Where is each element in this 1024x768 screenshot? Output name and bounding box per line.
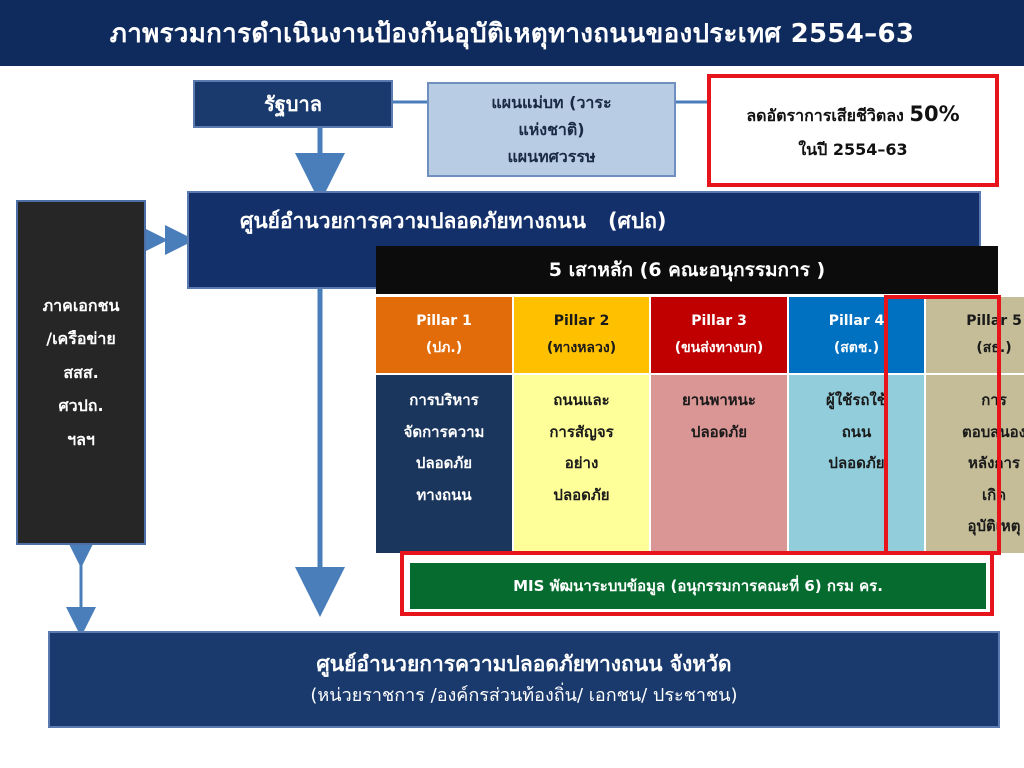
private-line-3: สสส. <box>63 362 99 382</box>
pillar-2-text-line: อย่าง <box>564 454 599 472</box>
pillar-1-header: Pillar 1 (ปภ.) <box>376 297 514 373</box>
pillar-4-text-line: ผู้ใช้รถใช้ <box>826 391 887 409</box>
pillar-1-body: การบริหารจัดการความปลอดภัยทางถนน <box>376 373 514 553</box>
provincial-center-box: ศูนย์อำนวยการความปลอดภัยทางถนน จังหวัด (… <box>48 631 1000 728</box>
pillar-5-header: Pillar 5 (สธ.) <box>926 297 1024 373</box>
pillar-1-name: Pillar 1 <box>416 313 472 330</box>
pillar-2-header: Pillar 2 (ทางหลวง) <box>514 297 651 373</box>
pillar-2-text-line: ถนนและ <box>553 391 610 409</box>
pillar-1-text-line: จัดการความ <box>403 422 485 441</box>
pillar-1-text-line: ปลอดภัย <box>415 454 473 472</box>
pillar-4-text-line: ถนน <box>841 422 872 441</box>
pillar-5-name: Pillar 5 <box>966 313 1022 330</box>
goal-line-2: ในปี 2554–63 <box>798 140 908 160</box>
national-center-title: ศูนย์อำนวยการความปลอดภัยทางถนน (ศปถ) <box>240 209 667 233</box>
pillar-1-text-line: การบริหาร <box>409 391 479 409</box>
pillar-4-header: Pillar 4 (สตช.) <box>789 297 926 373</box>
goal-value: 50% <box>909 102 960 127</box>
pillar-2-name: Pillar 2 <box>553 313 610 330</box>
pillar-5-text-line: อุบัติเหตุ <box>967 517 1021 535</box>
pillar-4-agency: (สตช.) <box>833 340 880 356</box>
pillar-4-name: Pillar 4 <box>828 313 885 330</box>
goal-line-1: ลดอัตราการเสียชีวิตลง 50% <box>746 95 959 135</box>
master-plan-line-2: แห่งชาติ) <box>518 119 585 139</box>
page-title: ภาพรวมการดำเนินงานป้องกันอุบัติเหตุทางถน… <box>0 0 1024 66</box>
pillar-5-text-line: หลังการ <box>968 454 1020 472</box>
provincial-center-subtitle: (หน่วยราชการ /องค์กรส่วนท้องถิ่น/ เอกชน/… <box>310 684 738 706</box>
pillar-2-text-line: การสัญจร <box>549 422 614 441</box>
government-box: รัฐบาล <box>193 80 393 128</box>
pillar-3-body: ยานพาหนะปลอดภัย <box>651 373 789 553</box>
pillar-2-text-line: ปลอดภัย <box>553 485 610 504</box>
master-plan-line-1: แผนแม่บท (วาระ <box>491 92 612 112</box>
master-plan-box: แผนแม่บท (วาระ แห่งชาติ) แผนทศวรรษ <box>427 82 676 177</box>
pillar-1-text-line: ทางถนน <box>416 485 472 504</box>
pillar-2-agency: (ทางหลวง) <box>546 340 617 356</box>
goal-box: ลดอัตราการเสียชีวิตลง 50% ในปี 2554–63 <box>707 74 999 187</box>
pillar-2-body: ถนนและการสัญจรอย่างปลอดภัย <box>514 373 651 553</box>
pillar-3-text-line: ยานพาหนะ <box>682 391 756 409</box>
pillar-3-name: Pillar 3 <box>691 313 747 330</box>
pillar-1-agency: (ปภ.) <box>425 340 463 356</box>
pillar-5-text-line: การ <box>981 391 1007 409</box>
pillar-5-text-line: ตอบสนอง <box>961 422 1024 441</box>
private-line-5: ฯลฯ <box>67 429 95 449</box>
master-plan-line-3: แผนทศวรรษ <box>507 147 596 167</box>
private-line-1: ภาคเอกชน <box>42 295 120 315</box>
private-line-4: ศวปถ. <box>58 396 104 416</box>
pillars-header: 5 เสาหลัก (6 คณะอนุกรรมการ ) <box>376 246 998 294</box>
pillar-5-body: การตอบสนองหลังการเกิดอุบัติเหตุ <box>926 373 1024 553</box>
pillar-3-header: Pillar 3 (ขนส่งทางบก) <box>651 297 789 373</box>
provincial-center-title: ศูนย์อำนวยการความปลอดภัยทางถนน จังหวัด <box>316 652 732 677</box>
pillar-5-agency: (สธ.) <box>976 340 1012 356</box>
pillar-4-body: ผู้ใช้รถใช้ถนนปลอดภัย <box>789 373 926 553</box>
pillar-4-text-line: ปลอดภัย <box>828 454 885 472</box>
private-sector-box: ภาคเอกชน /เครือข่าย สสส. ศวปถ. ฯลฯ <box>16 200 146 545</box>
pillar-3-text-line: ปลอดภัย <box>690 422 748 441</box>
mis-box: MIS พัฒนาระบบข้อมูล (อนุกรรมการคณะที่ 6)… <box>410 563 986 609</box>
goal-prefix: ลดอัตราการเสียชีวิตลง <box>746 106 904 126</box>
private-line-2: /เครือข่าย <box>46 329 116 349</box>
pillar-3-agency: (ขนส่งทางบก) <box>674 340 764 356</box>
pillar-5-text-line: เกิด <box>982 485 1006 504</box>
